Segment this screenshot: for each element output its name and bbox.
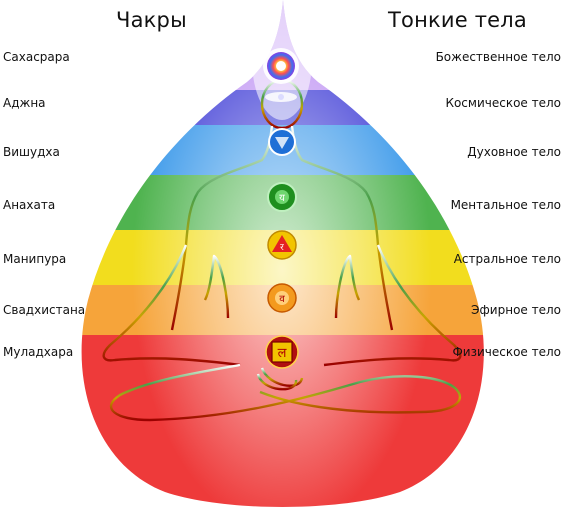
chakra-label-manipura: Манипура (3, 252, 67, 266)
body-label-cosmic: Космическое тело (445, 96, 561, 110)
sacral-chakra-glyph: व (279, 294, 285, 305)
third-eye-chakra-icon (265, 92, 297, 102)
chakra-label-muladhara: Муладхара (3, 345, 74, 359)
solar-plexus-chakra-glyph: र (280, 243, 284, 253)
chakra-label-svadhisthana: Свадхистана (3, 303, 86, 317)
body-label-physical: Физическое тело (452, 345, 561, 359)
chakra-label-sahasrara: Сахасрара (3, 50, 70, 64)
sacral-chakra-icon (267, 283, 297, 313)
root-chakra-glyph: ल (278, 346, 287, 361)
chakra-label-ajna: Аджна (3, 96, 46, 110)
crown-chakra-icon (263, 48, 299, 84)
chakra-symbols (263, 48, 299, 369)
chakras-heading: Чакры (116, 8, 187, 32)
meditating-body-outline (102, 78, 462, 422)
body-label-etheric: Эфирное тело (471, 303, 561, 317)
chakra-label-anahata: Анахата (3, 198, 56, 212)
body-label-mental: Ментальное тело (450, 198, 561, 212)
body-label-spiritual: Духовное тело (467, 145, 561, 159)
throat-chakra-icon (268, 128, 296, 156)
subtle-bodies-heading: Тонкие тела (388, 8, 527, 32)
heart-chakra-icon (267, 182, 297, 212)
heart-chakra-glyph: य (279, 193, 285, 204)
chakra-label-vishuddha: Вишудха (3, 145, 60, 159)
body-label-divine: Божественное тело (435, 50, 561, 64)
body-label-astral: Астральное тело (453, 252, 561, 266)
solar-plexus-chakra-icon (267, 230, 297, 260)
root-chakra-icon (265, 335, 299, 369)
